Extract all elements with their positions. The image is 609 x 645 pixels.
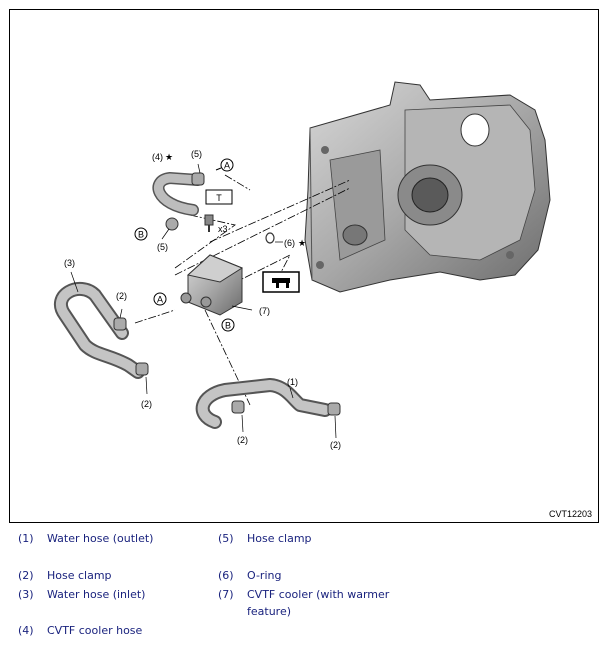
marker-b-label: B <box>138 230 144 240</box>
callout-3: (3) <box>64 258 75 268</box>
callout-2-a: (2) <box>116 291 127 301</box>
legend-number: (1) <box>18 532 34 545</box>
callout-2-b: (2) <box>141 399 152 409</box>
exploded-view-diagram: A B A B T x3 (4) ★ (5) (5) (6) ★ (3) (2)… <box>54 81 551 450</box>
marker-b-left: B <box>134 227 148 241</box>
legend-number: (3) <box>18 588 34 601</box>
bolt <box>204 214 214 232</box>
bolt-quantity-label: x3 <box>218 224 228 234</box>
legend-label: Hose clamp <box>47 569 112 582</box>
leader-lines <box>70 163 337 439</box>
torque-box: T <box>205 189 233 205</box>
legend-number: (5) <box>218 532 234 545</box>
cvtf-cooler <box>180 254 244 316</box>
hose-clamp-2d <box>327 402 341 416</box>
marker-a-label: A <box>224 161 230 171</box>
hose-clamp-top <box>191 172 205 186</box>
o-ring <box>265 232 275 244</box>
fluid-symbol <box>262 271 300 293</box>
cvtf-cooler-hose <box>152 171 204 216</box>
parts-legend: (1) Water hose (outlet) (2) Hose clamp (… <box>18 530 598 640</box>
callout-2-d: (2) <box>330 440 341 450</box>
marker-a-label: A <box>157 295 163 305</box>
hose-clamp-2c <box>231 400 245 414</box>
legend-number: (2) <box>18 569 34 582</box>
legend-label: Hose clamp <box>247 532 312 545</box>
callout-6-star: ★ <box>298 238 306 248</box>
callout-5-top: (5) <box>191 149 202 159</box>
hose-clamp-2b <box>135 362 149 376</box>
legend-label: CVTF cooler hose <box>47 624 143 637</box>
marker-b-label: B <box>225 321 231 331</box>
marker-a-top: A <box>215 158 234 172</box>
legend-label: Water hose (inlet) <box>47 588 146 601</box>
marker-a-bottom: A <box>153 292 167 306</box>
diagram-frame: A B A B T x3 (4) ★ (5) (5) (6) ★ (3) (2)… <box>9 9 599 523</box>
marker-b-bottom: B <box>221 318 235 332</box>
callout-2-c: (2) <box>237 435 248 445</box>
hose-clamp-2a <box>113 317 127 331</box>
legend-label: O-ring <box>247 569 282 582</box>
callout-4-star: ★ <box>165 152 173 162</box>
callout-1: (1) <box>287 377 298 387</box>
callout-5-bottom: (5) <box>157 242 168 252</box>
callout-6: (6) <box>284 238 295 248</box>
legend-label: Water hose (outlet) <box>47 532 154 545</box>
callout-7: (7) <box>259 306 270 316</box>
figure-code: CVT12203 <box>548 509 592 519</box>
legend-number: (7) <box>218 588 234 601</box>
water-hose-inlet <box>54 282 145 379</box>
hose-clamp-mid <box>165 217 179 231</box>
legend-number: (6) <box>218 569 234 582</box>
torque-label: T <box>216 193 222 203</box>
legend-number: (4) <box>18 624 34 637</box>
legend-label: CVTF cooler (with warmer feature) <box>247 588 390 618</box>
water-hose-outlet <box>195 378 332 429</box>
callout-4: (4) <box>152 152 163 162</box>
transmission-case <box>304 81 551 293</box>
